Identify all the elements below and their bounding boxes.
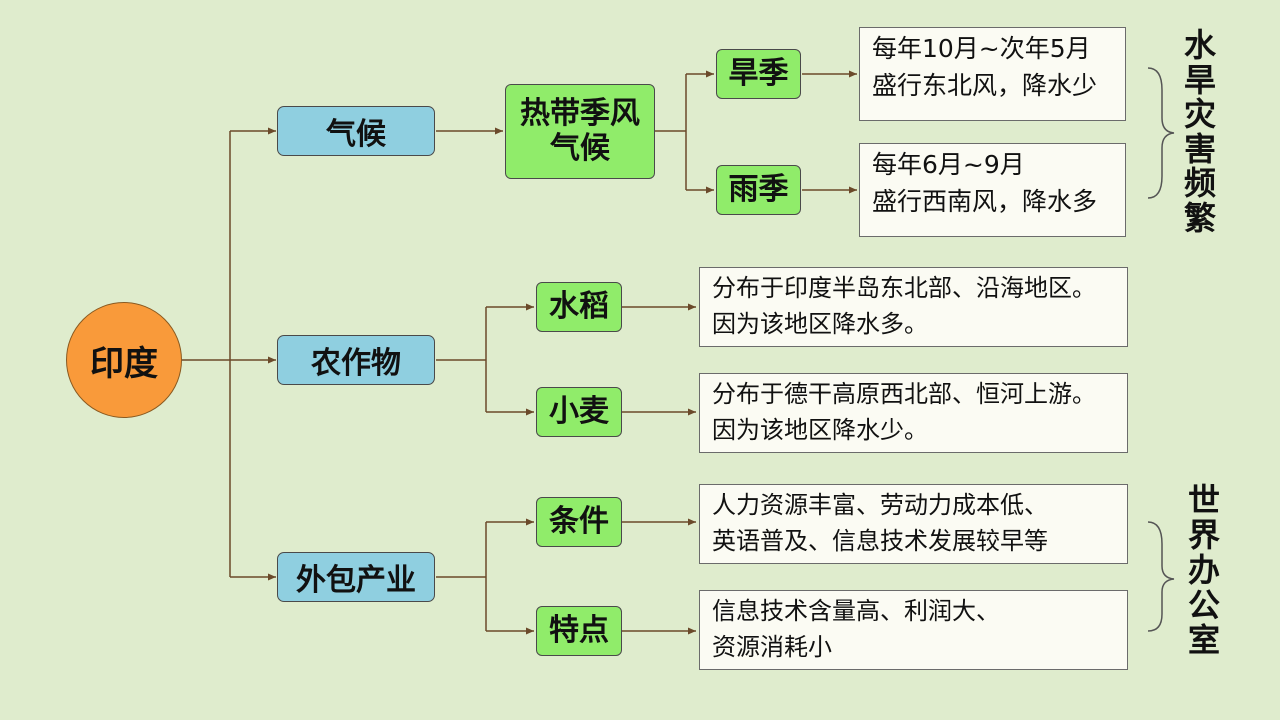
season-dry-line-2: 盛行东北风，降水少	[872, 71, 1098, 100]
outsourcing-conditions-description: 人力资源丰富、劳动力成本低、 英语普及、信息技术发展较早等	[699, 484, 1128, 564]
season-dry-node: 旱季	[716, 49, 801, 99]
season-wet-line-2: 盛行西南风，降水多	[872, 187, 1098, 216]
season-wet-node: 雨季	[716, 165, 801, 215]
outsourcing-features-description: 信息技术含量高、利润大、 资源消耗小	[699, 590, 1128, 670]
outsourcing-conditions-line-2: 英语普及、信息技术发展较早等	[712, 527, 1048, 555]
season-dry-line-1: 每年10月~次年5月	[872, 34, 1091, 63]
crop-rice-node: 水稻	[536, 282, 622, 332]
outsourcing-features-line-1: 信息技术含量高、利润大、	[712, 597, 1000, 625]
crop-wheat-line-2: 因为该地区降水少。	[712, 416, 928, 444]
outsourcing-conditions-line-1: 人力资源丰富、劳动力成本低、	[712, 491, 1048, 519]
season-dry-description: 每年10月~次年5月 盛行东北风，降水少	[859, 27, 1126, 121]
crop-wheat-line-1: 分布于德干高原西北部、恒河上游。	[712, 380, 1096, 408]
category-climate: 气候	[277, 106, 435, 156]
crop-rice-description: 分布于印度半岛东北部、沿海地区。 因为该地区降水多。	[699, 267, 1128, 347]
category-crops: 农作物	[277, 335, 435, 385]
brace-drought	[1147, 67, 1175, 199]
outsourcing-features-node: 特点	[536, 606, 622, 656]
season-wet-line-1: 每年6月~9月	[872, 150, 1025, 179]
outsourcing-conditions-node: 条件	[536, 497, 622, 547]
side-label-office: 世界办公室	[1187, 481, 1220, 659]
crop-wheat-node: 小麦	[536, 387, 622, 437]
category-outsourcing: 外包产业	[277, 552, 435, 602]
climate-type-node: 热带季风 气候	[505, 84, 655, 179]
crop-wheat-description: 分布于德干高原西北部、恒河上游。 因为该地区降水少。	[699, 373, 1128, 453]
root-node-india: 印度	[66, 302, 182, 418]
crop-rice-line-1: 分布于印度半岛东北部、沿海地区。	[712, 274, 1096, 302]
season-wet-description: 每年6月~9月 盛行西南风，降水多	[859, 143, 1126, 237]
crop-rice-line-2: 因为该地区降水多。	[712, 310, 928, 338]
outsourcing-features-line-2: 资源消耗小	[712, 633, 832, 661]
side-label-drought: 水旱灾害频繁	[1183, 26, 1216, 237]
brace-office	[1147, 521, 1175, 632]
